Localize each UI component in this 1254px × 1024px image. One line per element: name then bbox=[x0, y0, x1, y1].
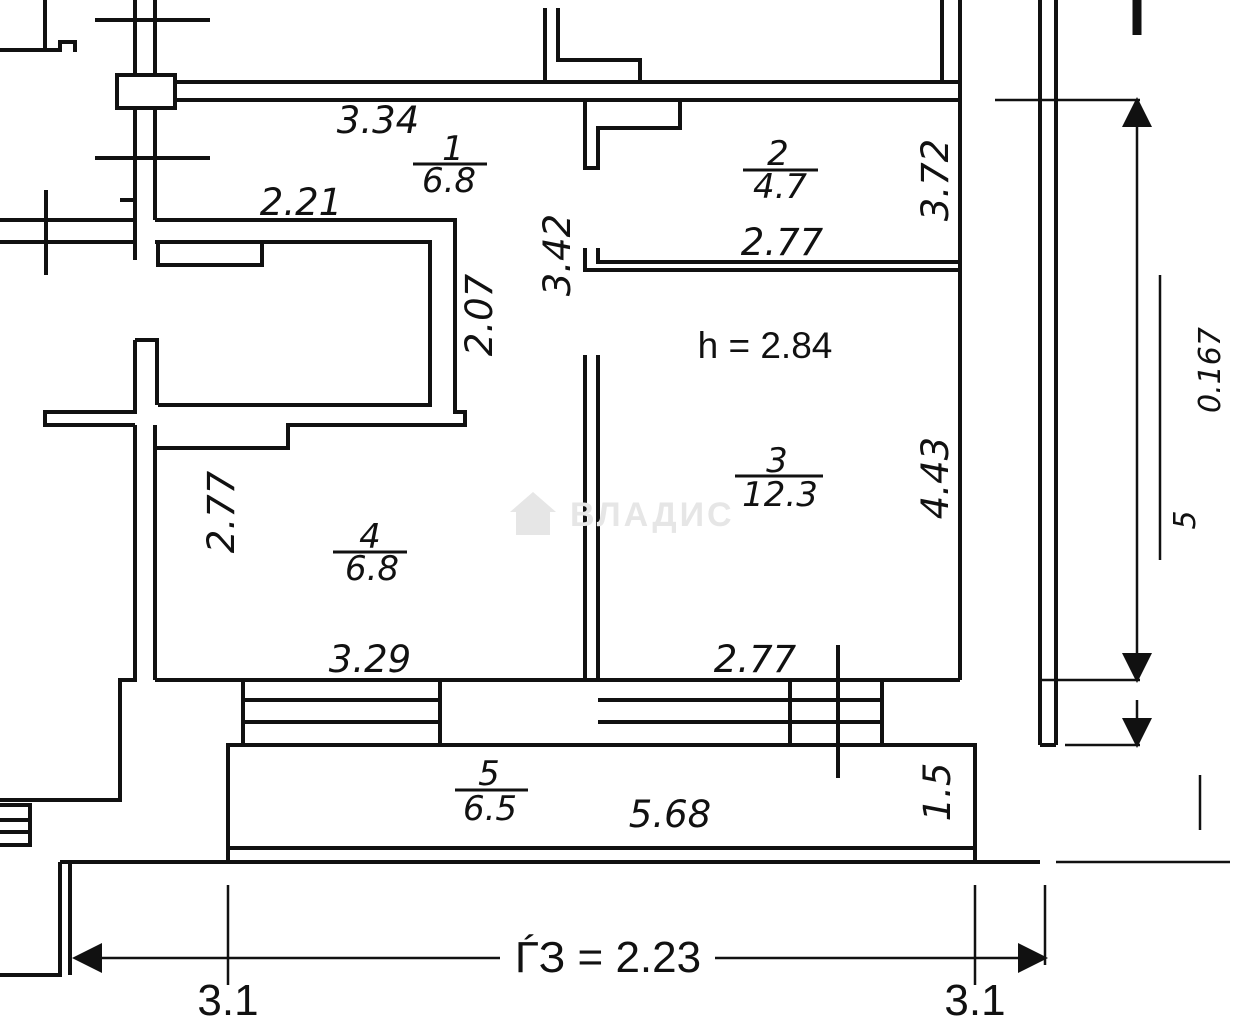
axis-label: ЃЗ = 2.23 bbox=[515, 933, 701, 982]
side-mark-b: 0.167 bbox=[1193, 327, 1228, 413]
dim-room3-bottom: 2.77 bbox=[714, 638, 797, 681]
room-4-number: 4 bbox=[359, 517, 381, 557]
room-labels: 1 6.8 2 4.7 3 12.3 4 6.8 5 6.5 bbox=[333, 129, 823, 829]
watermark: ВЛАДИС bbox=[510, 492, 735, 535]
room-1-number: 1 bbox=[442, 129, 464, 169]
dimension-labels: 3.34 2.21 3.42 2.07 3.72 2.77 4.43 2.77 … bbox=[200, 99, 959, 836]
side-mark-a: 5 bbox=[1168, 510, 1203, 529]
room-2-number: 2 bbox=[767, 134, 789, 174]
walls bbox=[0, 0, 1058, 977]
side-annotation: 5 0.167 bbox=[1168, 327, 1228, 529]
dim-niche-side: 2.07 bbox=[458, 273, 501, 356]
dim-room1-bottom: 2.21 bbox=[260, 181, 342, 224]
room-3-number: 3 bbox=[766, 441, 788, 481]
ceiling-height: h = 2.84 bbox=[698, 325, 833, 366]
axis-left-mark: 3.1 bbox=[197, 976, 258, 1024]
room-5-number: 5 bbox=[478, 754, 500, 794]
room-2-area: 4.7 bbox=[753, 167, 807, 207]
dim-balcony-length: 5.68 bbox=[629, 793, 711, 836]
axis-right-mark: 3.1 bbox=[944, 976, 1005, 1024]
dim-room1-side: 3.42 bbox=[536, 214, 579, 296]
dim-balcony-depth: 1.5 bbox=[916, 763, 959, 822]
dimension-lines bbox=[72, 0, 1230, 985]
dim-room2-side: 3.72 bbox=[914, 139, 957, 221]
dim-room3-side: 4.43 bbox=[914, 437, 957, 519]
dim-room2-bottom: 2.77 bbox=[741, 221, 824, 264]
room-5-area: 6.5 bbox=[463, 789, 517, 829]
room-1-area: 6.8 bbox=[422, 161, 476, 201]
dim-room4-bottom: 3.29 bbox=[329, 638, 411, 681]
dim-room4-side: 2.77 bbox=[200, 470, 243, 553]
room-3-area: 12.3 bbox=[742, 475, 818, 515]
dim-room1-top: 3.34 bbox=[337, 99, 419, 142]
home-icon bbox=[510, 492, 556, 535]
svg-text:ВЛАДИС: ВЛАДИС bbox=[570, 496, 735, 534]
room-4-area: 6.8 bbox=[345, 549, 399, 589]
